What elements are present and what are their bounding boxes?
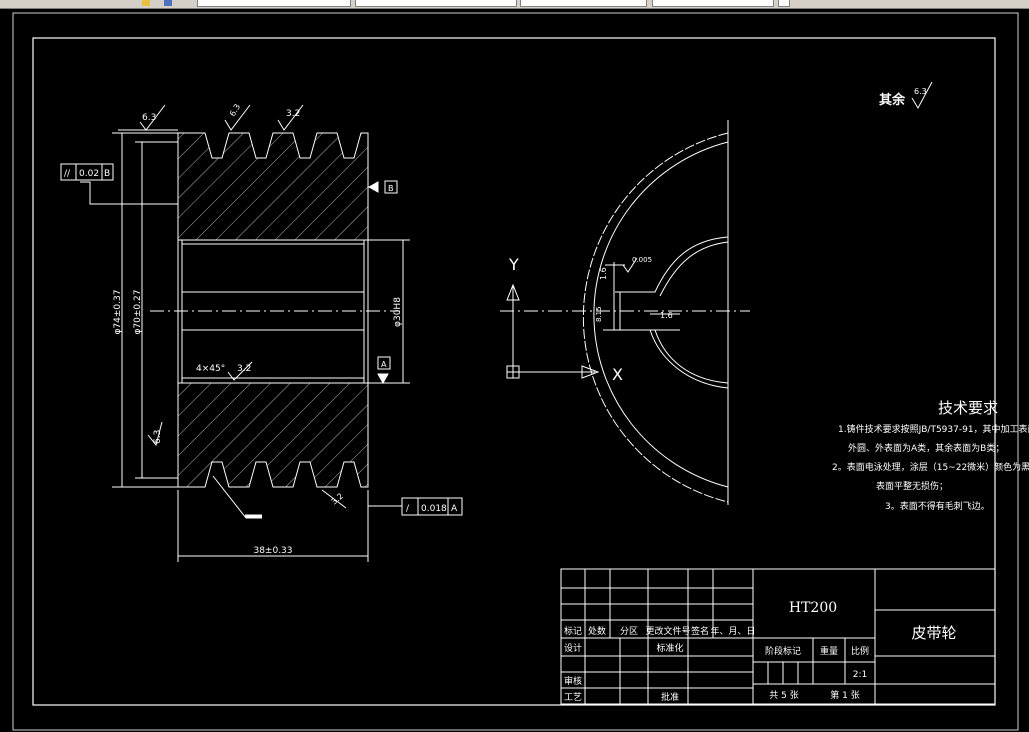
- header-count: 处数: [588, 625, 606, 637]
- detail-dimension: 8.15: [595, 306, 603, 322]
- plotstyle-dropdown[interactable]: [778, 0, 790, 7]
- material-label: HT200: [789, 600, 837, 616]
- process-label: 工艺: [564, 692, 582, 703]
- design-label: 设计: [564, 642, 582, 654]
- tolerance-frame-bottom: [401, 497, 463, 516]
- standard-label: 标准化: [656, 642, 683, 654]
- approve-label: 批准: [661, 691, 679, 703]
- detail-roughness: 1.6: [599, 267, 608, 280]
- part-name: 皮带轮: [911, 624, 956, 642]
- tolerance-top-value: 0.02: [79, 169, 99, 179]
- ucs-y-label: Y: [508, 255, 519, 274]
- datum-a-box: [377, 356, 391, 370]
- tech-requirement-line-3: 2。表面电泳处理，涂层（15~22微米）颜色为黑色，: [832, 461, 1029, 473]
- header-zone: 分区: [620, 626, 638, 637]
- roughness-symbol-2: [224, 104, 251, 131]
- stage-mark-label: 阶段标记: [765, 645, 801, 657]
- linetype-dropdown[interactable]: [520, 0, 647, 7]
- upper-hatch-region: [177, 132, 369, 241]
- viewport-border: [12, 12, 1019, 731]
- sheet-number: 第 1 张: [830, 689, 859, 701]
- tech-requirement-line-5: 3。表面不得有毛刺飞边。: [885, 500, 990, 512]
- tolerance-top-symbol: //: [64, 169, 71, 179]
- roughness-symbol-general: [911, 81, 933, 110]
- header-change-doc: 更改文件号: [645, 625, 690, 637]
- drawing-frame: [32, 37, 996, 706]
- pulley-end-view: [500, 120, 750, 505]
- tolerance-top-datum: B: [104, 169, 110, 179]
- general-roughness-value: 6.3: [914, 87, 927, 96]
- roughness-symbol-1: [139, 104, 166, 131]
- color-dropdown[interactable]: [355, 0, 517, 7]
- lineweight-dropdown[interactable]: [652, 0, 774, 7]
- lower-hatch-region: [177, 382, 369, 488]
- datum-a-label: A: [381, 360, 387, 369]
- tech-requirements-title: 技术要求: [938, 399, 998, 417]
- roughness-value-tooth1: 6.3: [228, 102, 242, 118]
- title-block: [560, 568, 996, 705]
- tech-requirement-line-1: 1.铸件技术要求按照JB/T5937-91，其中加工表面、: [838, 423, 1029, 435]
- layer-icon[interactable]: [142, 0, 150, 6]
- inner-arc: [593, 141, 729, 488]
- freeze-icon[interactable]: [164, 0, 172, 6]
- roughness-symbol-4: [147, 421, 163, 447]
- roughness-symbol-5: [227, 361, 253, 381]
- roughness-symbol-3: [277, 104, 304, 131]
- dim-bore-diameter: φ30H8: [393, 297, 403, 327]
- roughness-symbols: [139, 81, 933, 447]
- header-signature: 签名: [691, 625, 709, 637]
- dim-width: 38±0.33: [253, 546, 292, 556]
- datum-b-box: [384, 180, 398, 194]
- dim-inner-diameter: φ70±0.27: [133, 290, 143, 335]
- outer-arc: [582, 132, 729, 503]
- detail-tolerance: 0.005: [632, 256, 652, 264]
- tolerance-bottom-symbol: /: [406, 504, 410, 514]
- review-label: 审核: [564, 675, 582, 687]
- scale-label: 比例: [851, 645, 869, 657]
- layer-dropdown[interactable]: [197, 0, 351, 7]
- pulley-section-view: [80, 129, 410, 562]
- roughness-value-top-left: 6.3: [142, 113, 156, 123]
- tolerance-frame-top: [60, 163, 114, 181]
- header-date: 年、月、日: [710, 625, 755, 637]
- roughness-value-tooth2: 3.2: [286, 109, 300, 119]
- roughness-value-left-lower: 6.3: [153, 430, 163, 444]
- ucs-x-label: X: [612, 365, 623, 384]
- keyway-top: [615, 236, 729, 293]
- datum-b-label: B: [388, 184, 394, 193]
- scale-value: 2:1: [853, 670, 867, 680]
- chamfer-note: 4×45°: [196, 364, 225, 374]
- total-sheets: 共 5 张: [769, 690, 798, 701]
- detail-roughness-2: 1.6: [660, 311, 673, 320]
- weight-label: 重量: [820, 645, 838, 657]
- roughness-value-bottom-tooth: 3.2: [330, 491, 346, 506]
- cad-toolbar: [0, 0, 1029, 9]
- tech-requirement-line-4: 表面平整无损伤；: [876, 480, 948, 492]
- tech-requirement-line-2: 外圆、外表面为A类，其余表面为B类；: [848, 442, 1004, 454]
- dim-outer-diameter: φ74±0.37: [113, 290, 123, 335]
- roughness-value-chamfer: 3.2: [237, 364, 251, 374]
- tolerance-bottom-value: 0.018: [421, 504, 447, 514]
- tolerance-bottom-datum: A: [451, 504, 458, 514]
- general-roughness-label: 其余: [879, 92, 906, 108]
- header-mark: 标记: [564, 625, 582, 637]
- keyway-bottom: [654, 329, 729, 384]
